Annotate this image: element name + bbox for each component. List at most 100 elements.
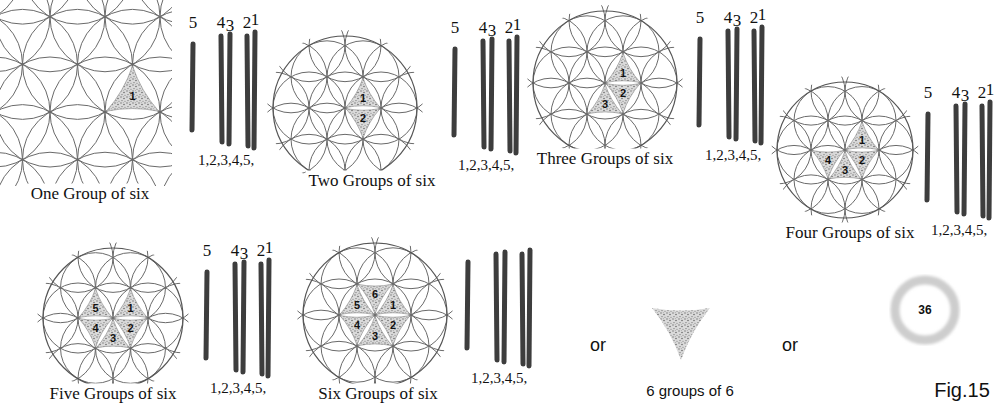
lattice-circle [0, 0, 50, 72]
group-caption: Three Groups of six [534, 149, 676, 168]
lattice-circle [78, 105, 173, 186]
count-sequence: 1,2,3,4,5, [469, 370, 529, 387]
tally-stroke [982, 106, 983, 216]
tally-stroke [254, 32, 255, 148]
tally-marks [192, 32, 255, 148]
tally-number: 1 [986, 81, 995, 98]
outer-circle [43, 248, 183, 388]
tally-stroke [761, 27, 762, 143]
group-number: 4 [825, 154, 831, 165]
tally-number: 1 [251, 11, 260, 28]
tally-number: 3 [226, 17, 235, 34]
shaded-triangle [346, 109, 380, 139]
group-number: 5 [354, 299, 360, 310]
tally-number: 4 [217, 14, 226, 31]
group-number: 3 [602, 98, 608, 109]
tally-stroke [491, 39, 492, 149]
lattice-circle [0, 105, 23, 186]
shaded-triangle [358, 284, 392, 314]
tally-number: 5 [924, 84, 933, 101]
shaded-triangle [340, 316, 374, 346]
group-number: 2 [859, 154, 865, 165]
tally-stroke [221, 36, 222, 142]
lattice-circles [0, 0, 172, 186]
tally-stroke [754, 31, 755, 141]
lattice-circle [0, 9, 23, 119]
lattice-circles [497, 0, 713, 181]
group-number: 1 [859, 135, 865, 146]
lattice-circles [8, 222, 218, 411]
shaded-triangle [846, 122, 878, 150]
lattice-circle [160, 57, 172, 167]
tally-stroke [956, 106, 957, 212]
tally-number: 5 [451, 19, 460, 36]
lattice-circles [743, 57, 947, 243]
tally-stroke [268, 260, 269, 376]
tally-number: 2 [257, 242, 266, 259]
outer-circle [273, 36, 417, 180]
tally-marks [206, 260, 269, 376]
lattice-circle [133, 0, 173, 24]
tally-number: 2 [505, 19, 514, 36]
group-caption: Five Groups of six [46, 384, 179, 403]
flower-figure [8, 222, 218, 411]
group-number: 2 [390, 320, 396, 331]
lattice-circle [0, 152, 50, 186]
group-number: 1 [390, 299, 396, 310]
tally-number: 1 [513, 16, 522, 33]
lattice-circle [78, 9, 173, 119]
tally-stroke [496, 254, 497, 360]
group-number: 6 [372, 289, 378, 300]
tally-number: 4 [952, 84, 961, 101]
count-sequence: 1,2,3,4,5, [456, 157, 516, 174]
group-number: 1 [129, 91, 135, 102]
group-note: 6 groups of 6 [644, 382, 736, 399]
lattice-circle [0, 105, 78, 186]
flower-figure [497, 0, 713, 181]
tally-stroke [243, 262, 244, 372]
tally-stroke [192, 44, 193, 130]
group-caption: Six Groups of six [315, 384, 440, 403]
group-number: 4 [354, 320, 360, 331]
flower-figure [237, 10, 453, 207]
shaded-triangle [106, 66, 158, 111]
tally-marks [454, 37, 517, 153]
tally-stroke [728, 31, 729, 137]
lattice-circle [0, 57, 105, 167]
tally-stroke [522, 254, 523, 364]
group-number: 3 [372, 330, 378, 341]
tally-number: 1 [758, 6, 767, 23]
figure-caption: Fig.15 [934, 380, 990, 400]
tally-number: 4 [724, 9, 733, 26]
tally-stroke [229, 34, 230, 144]
group-number: 4 [92, 323, 98, 334]
outer-circle [777, 82, 913, 218]
tally-number: 2 [978, 84, 987, 101]
shaded-triangle [588, 84, 622, 114]
group-number: 2 [127, 323, 133, 334]
tally-stroke [504, 252, 505, 362]
count-sequence: 1,2,3,4,5, [208, 380, 268, 397]
group-number: 1 [360, 92, 366, 103]
shaded-triangle [79, 319, 112, 348]
tally-stroke [261, 264, 262, 374]
lattice-circle [105, 152, 172, 186]
tally-marks [699, 27, 762, 143]
tally-number: 5 [696, 9, 705, 26]
lattice-circles [237, 10, 453, 207]
tally-stroke [206, 272, 207, 358]
tally-number: 4 [231, 242, 240, 259]
tally-stroke [927, 114, 928, 200]
group-caption: Four Groups of six [783, 223, 918, 242]
ring-number: 36 [918, 303, 931, 317]
tally-number: 3 [240, 245, 249, 262]
lattice-circle [78, 0, 173, 24]
tally-stroke [483, 41, 484, 147]
lattice-circle [0, 57, 50, 167]
count-sequence: 1,2,3,4,5, [703, 147, 763, 164]
tally-stroke [247, 36, 248, 146]
shaded-triangle [812, 150, 844, 178]
group-number: 1 [620, 67, 626, 78]
outer-circle [533, 11, 677, 155]
tally-stroke [509, 41, 510, 151]
